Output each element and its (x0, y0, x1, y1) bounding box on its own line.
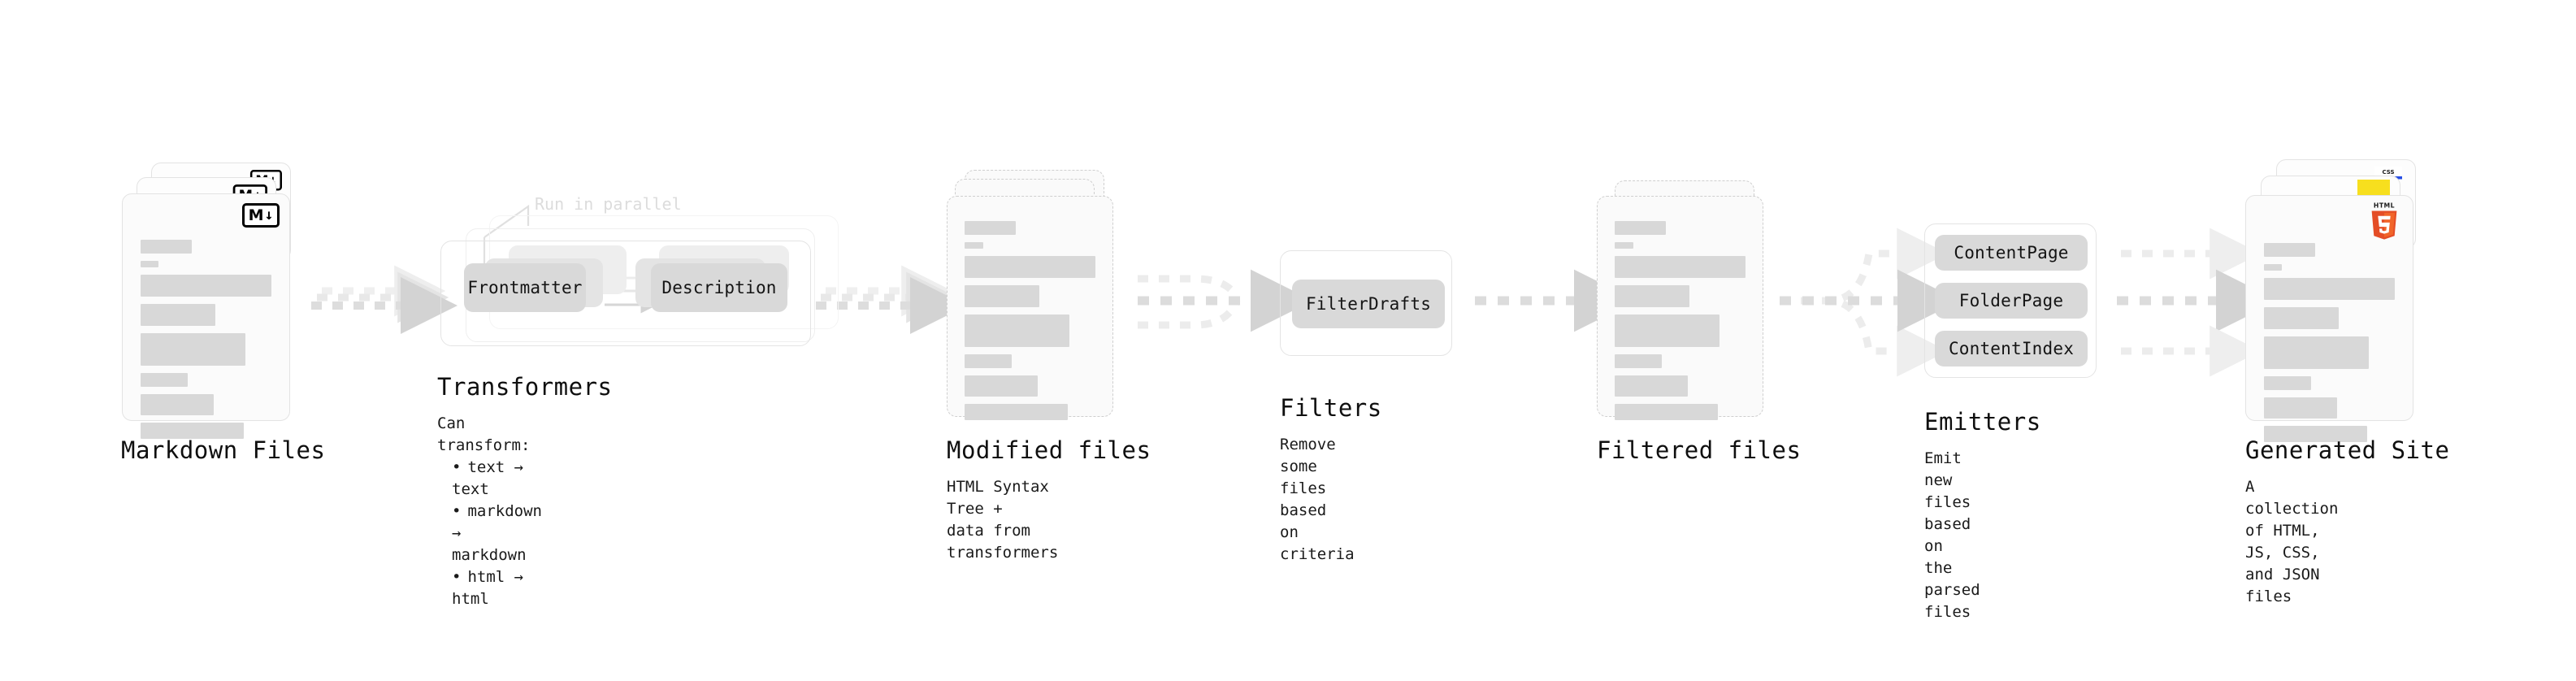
stage-label-modified-files: Modified files (947, 436, 1151, 464)
skeleton-bar (965, 354, 1013, 368)
site-card-front: HTML (2245, 195, 2413, 442)
transformers-capability-item: text → text (452, 457, 542, 501)
skeleton-bar (1615, 314, 1720, 347)
modified-files-description: HTML Syntax Tree + data from transformer… (947, 478, 1059, 562)
emitter-pill-folderpage[interactable]: FolderPage (1935, 283, 2088, 319)
filters-group: FilterDrafts (1280, 250, 1452, 356)
file-skeleton (2263, 243, 2396, 442)
skeleton-bar (965, 256, 1095, 278)
skeleton-bar (1615, 375, 1689, 397)
skeleton-bar (140, 394, 215, 415)
file-skeleton (1615, 221, 1746, 420)
markdown-icon-arrow: ↓ (264, 206, 274, 223)
skeleton-bar (140, 304, 215, 326)
connector-emitters-to-site (2117, 228, 2279, 377)
generated-site-description: A collection of HTML, JS, CSS, and JSON … (2245, 478, 2339, 605)
modified-card-front (947, 196, 1113, 420)
markdown-card-front: M ↓ (122, 193, 290, 439)
stage-label-emitters: Emitters (1924, 408, 2041, 436)
filter-pill-filterdrafts[interactable]: FilterDrafts (1292, 280, 1445, 328)
transformers-capability-item: html → html (452, 566, 542, 610)
html5-icon: HTML (2371, 202, 2397, 240)
skeleton-bar (1615, 285, 1689, 307)
skeleton-bar (2263, 426, 2368, 442)
svg-text:CSS: CSS (2382, 169, 2394, 176)
transformer-pill-description[interactable]: Description (651, 263, 787, 312)
skeleton-bar (1615, 256, 1746, 278)
skeleton-bar (2263, 376, 2311, 390)
skeleton-bar (2263, 278, 2396, 300)
skeleton-bar (1615, 404, 1718, 420)
stage-label-filtered-files: Filtered files (1597, 436, 1802, 464)
skeleton-bar (2263, 243, 2315, 257)
stage-label-transformers: Transformers (437, 373, 613, 401)
skeleton-bar (2263, 307, 2339, 329)
file-skeleton (140, 240, 272, 439)
skeleton-bar (965, 221, 1016, 235)
markdown-icon: M ↓ (242, 203, 280, 228)
filters-description: Remove some files based on criteria (1280, 436, 1355, 563)
file-skeleton (965, 221, 1095, 420)
stage-label-markdown-files: Markdown Files (121, 436, 326, 464)
skeleton-bar (140, 261, 159, 267)
skeleton-bar (140, 373, 188, 387)
connector-filtered-to-emitters (1780, 228, 1960, 377)
skeleton-bar (965, 404, 1068, 420)
transformers-capability-item: markdown → markdown (452, 501, 542, 566)
skeleton-bar (140, 423, 245, 439)
transformers-description: Can transform: text → text markdown → ma… (437, 413, 542, 610)
skeleton-bar (1615, 221, 1666, 235)
markdown-icon-letter: M (248, 206, 264, 224)
skeleton-bar (140, 240, 192, 254)
run-in-parallel-label: Run in parallel (535, 194, 682, 214)
skeleton-bar (965, 375, 1039, 397)
skeleton-bar (2263, 336, 2370, 369)
connector-markdown-to-transformers (311, 265, 458, 334)
skeleton-bar (2263, 264, 2283, 271)
connector-modified-to-filters (1138, 269, 1313, 332)
transformer-pill-frontmatter[interactable]: Frontmatter (464, 263, 586, 312)
stage-label-filters: Filters (1280, 394, 1382, 422)
skeleton-bar (965, 285, 1039, 307)
stage-label-generated-site: Generated Site (2245, 436, 2450, 464)
skeleton-bar (140, 333, 246, 366)
transformers-description-intro: Can transform: (437, 414, 531, 454)
emitters-description: Emit new files based on the parsed files (1924, 449, 1980, 621)
skeleton-bar (965, 242, 983, 249)
svg-text:HTML: HTML (2374, 202, 2395, 210)
emitter-pill-contentpage[interactable]: ContentPage (1935, 235, 2088, 271)
filtered-card-front (1597, 196, 1763, 420)
skeleton-bar (1615, 242, 1633, 249)
transformer-group-front: Frontmatter Description (440, 241, 811, 346)
skeleton-bar (140, 275, 272, 297)
transformers-capability-list: text → text markdown → markdown html → h… (437, 457, 542, 610)
skeleton-bar (965, 314, 1069, 347)
skeleton-bar (2263, 397, 2338, 419)
skeleton-bar (1615, 354, 1663, 368)
emitter-pill-contentindex[interactable]: ContentIndex (1935, 331, 2088, 367)
emitters-group: ContentPage FolderPage ContentIndex (1924, 223, 2097, 378)
